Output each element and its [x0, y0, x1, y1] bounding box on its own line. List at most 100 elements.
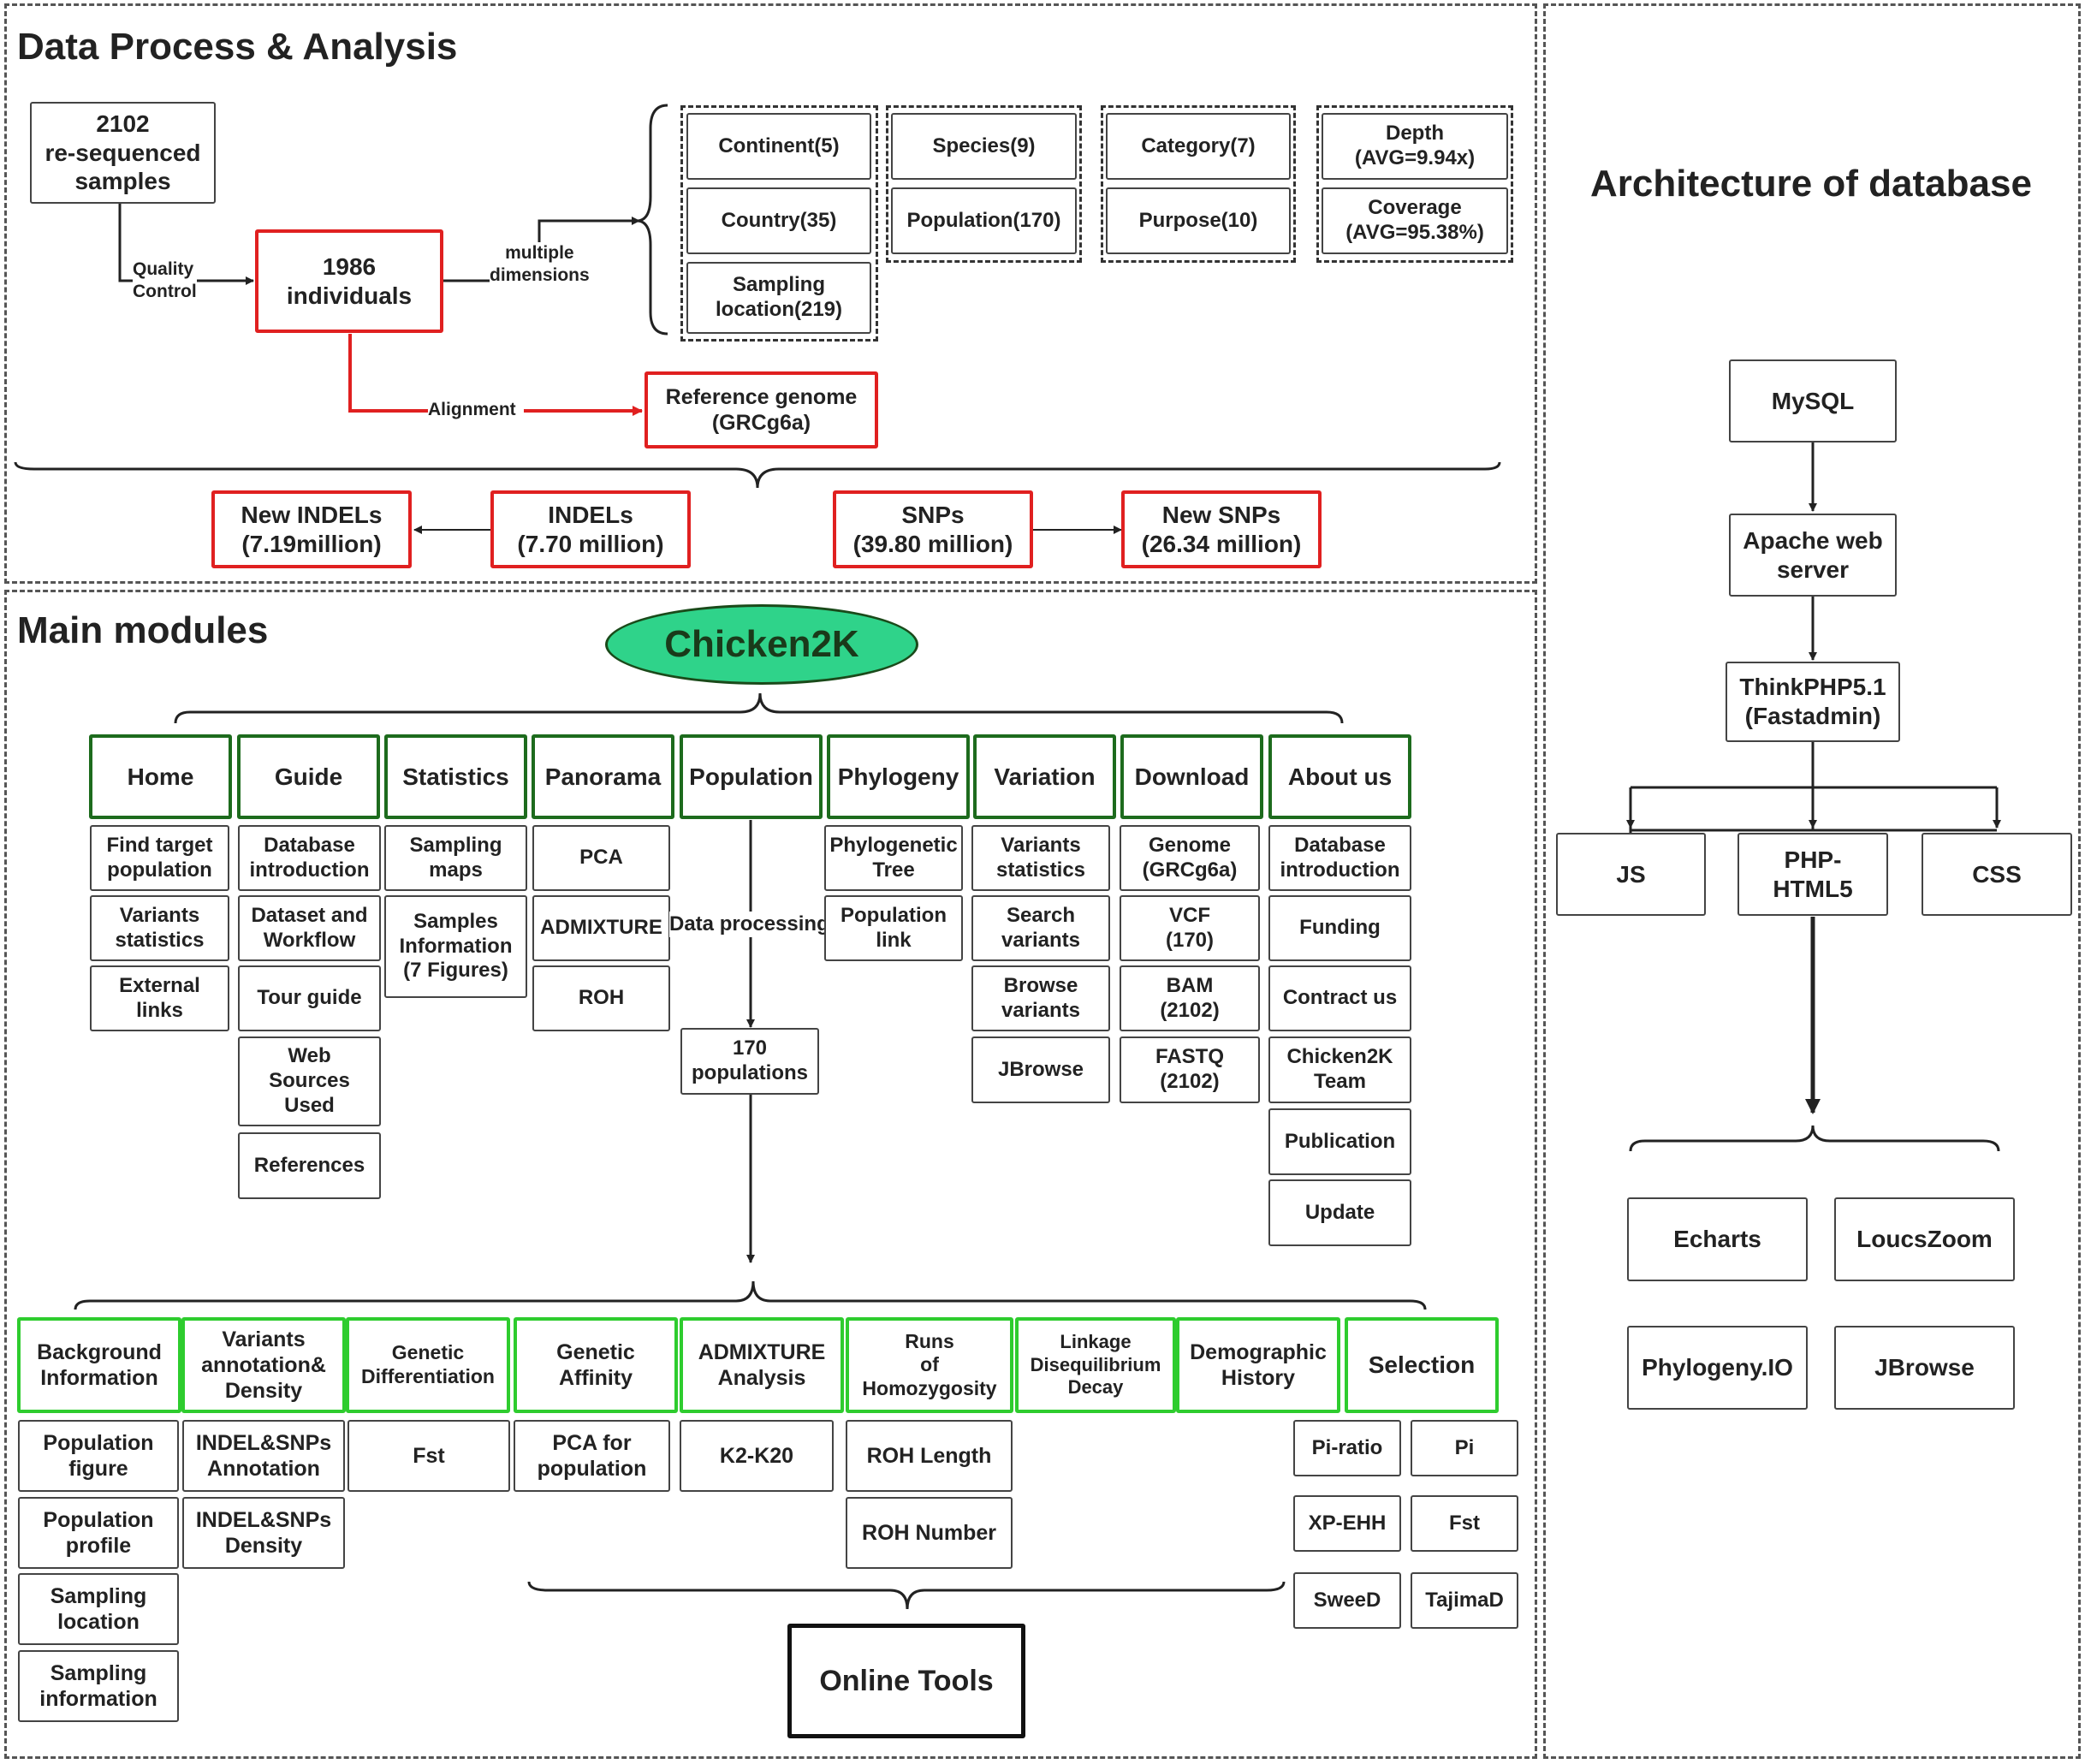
- download-item: Genome (GRCg6a): [1120, 825, 1260, 891]
- download-item: FASTQ (2102): [1120, 1036, 1260, 1103]
- genetic-diff-item: Fst: [348, 1420, 510, 1492]
- snps-box: SNPs (39.80 million): [833, 490, 1033, 568]
- php-html5-box: PHP- HTML5: [1738, 833, 1888, 916]
- selection-item: Pi: [1411, 1420, 1518, 1476]
- thinkphp-box: ThinkPHP5.1 (Fastadmin): [1726, 662, 1900, 742]
- reference-genome-box: Reference genome (GRCg6a): [645, 371, 878, 448]
- main-modules-panel: [4, 590, 1537, 1759]
- home-item: External links: [90, 965, 229, 1031]
- background-item: Sampling information: [18, 1650, 179, 1722]
- about-item: Database introduction: [1268, 825, 1411, 891]
- css-box: CSS: [1922, 833, 2072, 916]
- population-box: Population(170): [891, 187, 1077, 254]
- panorama-item: ROH: [532, 965, 670, 1031]
- variation-item: JBrowse: [971, 1036, 1110, 1103]
- analysis-selection: Selection: [1345, 1317, 1499, 1413]
- mysql-box: MySQL: [1729, 359, 1897, 442]
- about-item: Update: [1268, 1179, 1411, 1246]
- selection-item: SweeD: [1293, 1572, 1401, 1629]
- variants-item: INDEL&SNPs Annotation: [182, 1420, 345, 1492]
- roh-item: ROH Number: [846, 1497, 1013, 1569]
- genetic-affinity-item: PCA for population: [514, 1420, 670, 1492]
- analysis-admixture: ADMIXTURE Analysis: [680, 1317, 844, 1413]
- continent-box: Continent(5): [686, 113, 871, 180]
- analysis-roh: Runs of Homozygosity: [846, 1317, 1013, 1413]
- analysis-ld-decay: Linkage Disequilibrium Decay: [1015, 1317, 1176, 1413]
- country-box: Country(35): [686, 187, 871, 254]
- js-box: JS: [1556, 833, 1706, 916]
- dimension-group-4: [1316, 105, 1513, 263]
- background-item: Population figure: [18, 1420, 179, 1492]
- selection-item: Fst: [1411, 1495, 1518, 1552]
- analysis-demographic: Demographic History: [1176, 1317, 1340, 1413]
- sampling-location-box: Sampling location(219): [686, 262, 871, 334]
- species-box: Species(9): [891, 113, 1077, 180]
- selection-item: Pi-ratio: [1293, 1420, 1401, 1476]
- roh-item: ROH Length: [846, 1420, 1013, 1492]
- variation-item: Search variants: [971, 895, 1110, 961]
- guide-item: Dataset and Workflow: [238, 895, 381, 961]
- panorama-item: PCA: [532, 825, 670, 891]
- category-box: Category(7): [1106, 113, 1291, 180]
- chicken2k-root: Chicken2K: [605, 604, 918, 685]
- guide-item: Web Sources Used: [238, 1036, 381, 1126]
- module-guide: Guide: [237, 734, 380, 819]
- online-tools-box: Online Tools: [787, 1624, 1025, 1738]
- echarts-box: Echarts: [1627, 1197, 1808, 1281]
- coverage-box: Coverage (AVG=95.38%): [1322, 187, 1508, 254]
- home-item: Find target population: [90, 825, 229, 891]
- module-about-us: About us: [1268, 734, 1411, 819]
- background-item: Sampling location: [18, 1573, 179, 1645]
- phylogeny-item: Population link: [824, 895, 963, 961]
- data-process-panel: [4, 3, 1537, 584]
- multiple-dimensions-label: multiple dimensions: [490, 242, 590, 288]
- module-population: Population: [680, 734, 823, 819]
- download-item: BAM (2102): [1120, 965, 1260, 1031]
- architecture-title: Architecture of database: [1590, 163, 2032, 205]
- architecture-panel: [1543, 3, 2081, 1759]
- depth-box: Depth (AVG=9.94x): [1322, 113, 1508, 180]
- admixture-item: K2-K20: [680, 1420, 834, 1492]
- about-item: Chicken2K Team: [1268, 1036, 1411, 1103]
- alignment-label: Alignment: [428, 399, 516, 422]
- home-item: Variants statistics: [90, 895, 229, 961]
- quality-control-label: Quality Control: [133, 258, 197, 304]
- jbrowse-box: JBrowse: [1834, 1326, 2015, 1410]
- phylogeny-io-box: Phylogeny.IO: [1627, 1326, 1808, 1410]
- purpose-box: Purpose(10): [1106, 187, 1291, 254]
- new-snps-box: New SNPs (26.34 million): [1121, 490, 1322, 568]
- guide-item: Tour guide: [238, 965, 381, 1031]
- data-process-title: Data Process & Analysis: [17, 26, 458, 68]
- new-indels-box: New INDELs (7.19million): [211, 490, 412, 568]
- selection-item: TajimaD: [1411, 1572, 1518, 1629]
- module-download: Download: [1120, 734, 1263, 819]
- indels-box: INDELs (7.70 million): [490, 490, 691, 568]
- guide-item: References: [238, 1132, 381, 1199]
- about-item: Publication: [1268, 1108, 1411, 1175]
- module-statistics: Statistics: [384, 734, 527, 819]
- variants-item: INDEL&SNPs Density: [182, 1497, 345, 1569]
- analysis-genetic-affinity: Genetic Affinity: [514, 1317, 678, 1413]
- individuals-box: 1986 individuals: [255, 229, 443, 333]
- data-processing-label: Data processing: [669, 912, 829, 937]
- module-home: Home: [89, 734, 232, 819]
- analysis-variants: Variants annotation& Density: [181, 1317, 346, 1413]
- about-item: Contract us: [1268, 965, 1411, 1031]
- module-panorama: Panorama: [532, 734, 674, 819]
- module-phylogeny: Phylogeny: [827, 734, 970, 819]
- populations-box: 170 populations: [680, 1028, 819, 1095]
- analysis-genetic-differentiation: Genetic Differentiation: [346, 1317, 510, 1413]
- samples-box: 2102 re-sequenced samples: [30, 102, 216, 204]
- panorama-item: ADMIXTURE: [532, 895, 670, 961]
- analysis-background: Background Information: [17, 1317, 181, 1413]
- apache-box: Apache web server: [1729, 514, 1897, 597]
- dimension-group-1: [680, 105, 878, 342]
- variation-item: Variants statistics: [971, 825, 1110, 891]
- download-item: VCF (170): [1120, 895, 1260, 961]
- statistics-item: Samples Information (7 Figures): [384, 895, 527, 998]
- background-item: Population profile: [18, 1497, 179, 1569]
- phylogeny-item: Phylogenetic Tree: [824, 825, 963, 891]
- statistics-item: Sampling maps: [384, 825, 527, 891]
- about-item: Funding: [1268, 895, 1411, 961]
- variation-item: Browse variants: [971, 965, 1110, 1031]
